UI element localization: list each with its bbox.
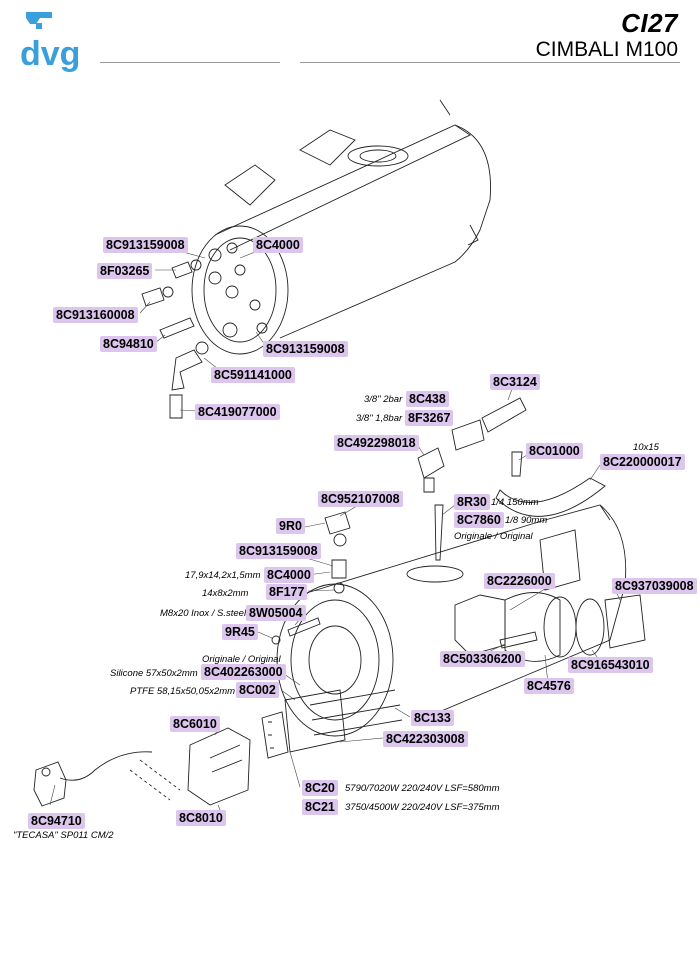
part-label-8c7860[interactable]: 8C7860 [454,512,504,528]
heating-group-2 [224,164,276,206]
probe-8c94810 [159,317,195,339]
part-label-8c6010[interactable]: 8C6010 [170,716,220,732]
note-ptfe: PTFE 58,15x50,05x2mm [130,686,236,697]
header-rule-right [300,62,680,63]
machine-model: CIMBALI M100 [535,38,678,61]
note-5790: 5790/7020W 220/240V LSF=580mm [345,783,500,794]
lower-boiler-flange [276,583,394,737]
header-rule-left [100,62,280,63]
upper-boiler-end [279,124,491,339]
part-label-8c01000[interactable]: 8C01000 [526,443,583,459]
fitting-8c01000 [511,451,523,477]
note-originale-1: Originale / Original [454,531,533,542]
note-silicone: Silicone 57x50x2mm [110,668,198,679]
screw-8c503306200 [499,631,538,649]
part-label-8c952107008[interactable]: 8C952107008 [318,491,403,507]
note-3-8-2bar: 3/8" 2bar [364,394,403,405]
head-8c2226000 [454,594,506,656]
elbow-8c492298018 [417,447,445,479]
part-label-8c913159008-c[interactable]: 8C913159008 [236,543,321,559]
part-label-8c8010[interactable]: 8C8010 [176,810,226,826]
sheet-code: CI27 [621,8,678,38]
gasket-8c916543010 [575,598,605,656]
note-14x8: 14x8x2mm [202,588,249,599]
fitting-8c913160008 [141,287,165,307]
element-flange-8c20 [284,689,346,753]
part-label-8c913159008-b[interactable]: 8C913159008 [263,341,348,357]
capillary-wire [59,751,153,781]
heating-group-1 [299,129,356,166]
nipple-8c913159008 [331,559,347,579]
part-label-8c133[interactable]: 8C133 [411,710,454,726]
part-label-9r0[interactable]: 9R0 [276,518,305,534]
valve-8c438 [451,419,485,451]
fitting-8f03265 [171,261,193,279]
note-3-8-18bar: 3/8" 1,8bar [356,413,403,424]
part-label-8c402263000[interactable]: 8C402263000 [201,664,286,680]
part-label-8w05004[interactable]: 8W05004 [246,605,306,621]
note-1-8-90: 1/8 90mm [505,515,548,526]
note-m8x20: M8x20 Inox / S.steel [160,608,247,619]
part-label-8c4576[interactable]: 8C4576 [524,678,574,694]
note-3750: 3750/4500W 220/240V LSF=375mm [345,802,500,813]
part-label-8c913159008-a[interactable]: 8C913159008 [103,237,188,253]
hose-8c220000017 [495,477,606,517]
note-10x15: 10x15 [633,442,659,453]
part-label-8c591141000[interactable]: 8C591141000 [211,367,295,383]
part-label-8c94710[interactable]: 8C94710 [28,813,85,829]
lower-boiler-top [299,504,611,596]
thermostat-8c94710 [33,761,67,807]
dvg-logo: dvg [18,10,98,77]
part-label-8c94810[interactable]: 8C94810 [100,336,157,352]
stud-8w05004 [287,617,321,637]
probe-8r30 [434,504,444,561]
part-label-8c438[interactable]: 8C438 [406,391,449,407]
part-label-8c002[interactable]: 8C002 [236,682,279,698]
part-label-8c503306200[interactable]: 8C503306200 [440,651,525,667]
tee-8c3124 [481,397,527,433]
note-tecasa: "TECASA" SP011 CM/2 [13,830,114,841]
part-label-8c422303008[interactable]: 8C422303008 [383,731,468,747]
note-1-4-150: 1/4 150mm [491,497,539,508]
part-label-8c20[interactable]: 8C20 [302,780,338,796]
valve-8c419077000 [169,394,183,419]
part-label-8c220000017[interactable]: 8C220000017 [600,454,685,470]
upper-boiler-top [214,124,471,251]
part-label-8c492298018[interactable]: 8C492298018 [334,435,419,451]
part-label-8c4000-b[interactable]: 8C4000 [264,567,314,583]
part-label-8c913160008[interactable]: 8C913160008 [53,307,138,323]
note-17-9: 17,9x14,2x1,5mm [185,570,261,581]
part-label-8f3267[interactable]: 8F3267 [405,410,454,426]
part-label-8c4000-a[interactable]: 8C4000 [253,237,303,253]
plate-8c937039008 [604,594,646,649]
part-label-8c2226000[interactable]: 8C2226000 [484,573,555,589]
part-label-8c21[interactable]: 8C21 [302,799,338,815]
switch-8c8010 [187,727,251,806]
part-label-8c937039008[interactable]: 8C937039008 [612,578,697,594]
part-label-8r30[interactable]: 8R30 [454,494,490,510]
fitting-8c952107008 [324,511,351,535]
part-label-8c3124[interactable]: 8C3124 [490,374,540,390]
part-label-8c916543010[interactable]: 8C916543010 [568,657,653,673]
part-label-9r45[interactable]: 9R45 [222,624,258,640]
upper-boiler-flange [191,225,289,355]
part-label-8f177[interactable]: 8F177 [266,584,308,600]
part-label-8c419077000[interactable]: 8C419077000 [195,404,280,420]
elbow-8c591141000 [171,349,203,391]
logo-text: dvg [20,35,80,72]
part-label-8f03265[interactable]: 8F03265 [97,263,153,279]
note-originale-2: Originale / Original [202,654,281,665]
